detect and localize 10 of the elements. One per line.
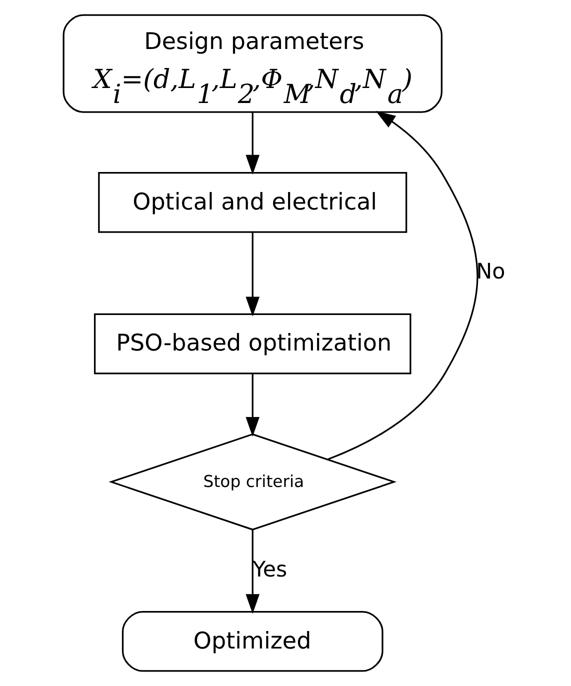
node-box: PSO-based optimization — [94, 313, 412, 374]
arrow — [246, 232, 260, 317]
arrow — [327, 110, 478, 460]
node-box: Optimized — [122, 610, 384, 672]
arrow — [246, 374, 260, 437]
node-box: Optical and electrical — [98, 172, 408, 233]
edge-label: No — [476, 260, 506, 285]
arrow — [246, 530, 260, 614]
arrow — [246, 112, 260, 175]
node-diamond: Stop criteria — [108, 433, 397, 530]
